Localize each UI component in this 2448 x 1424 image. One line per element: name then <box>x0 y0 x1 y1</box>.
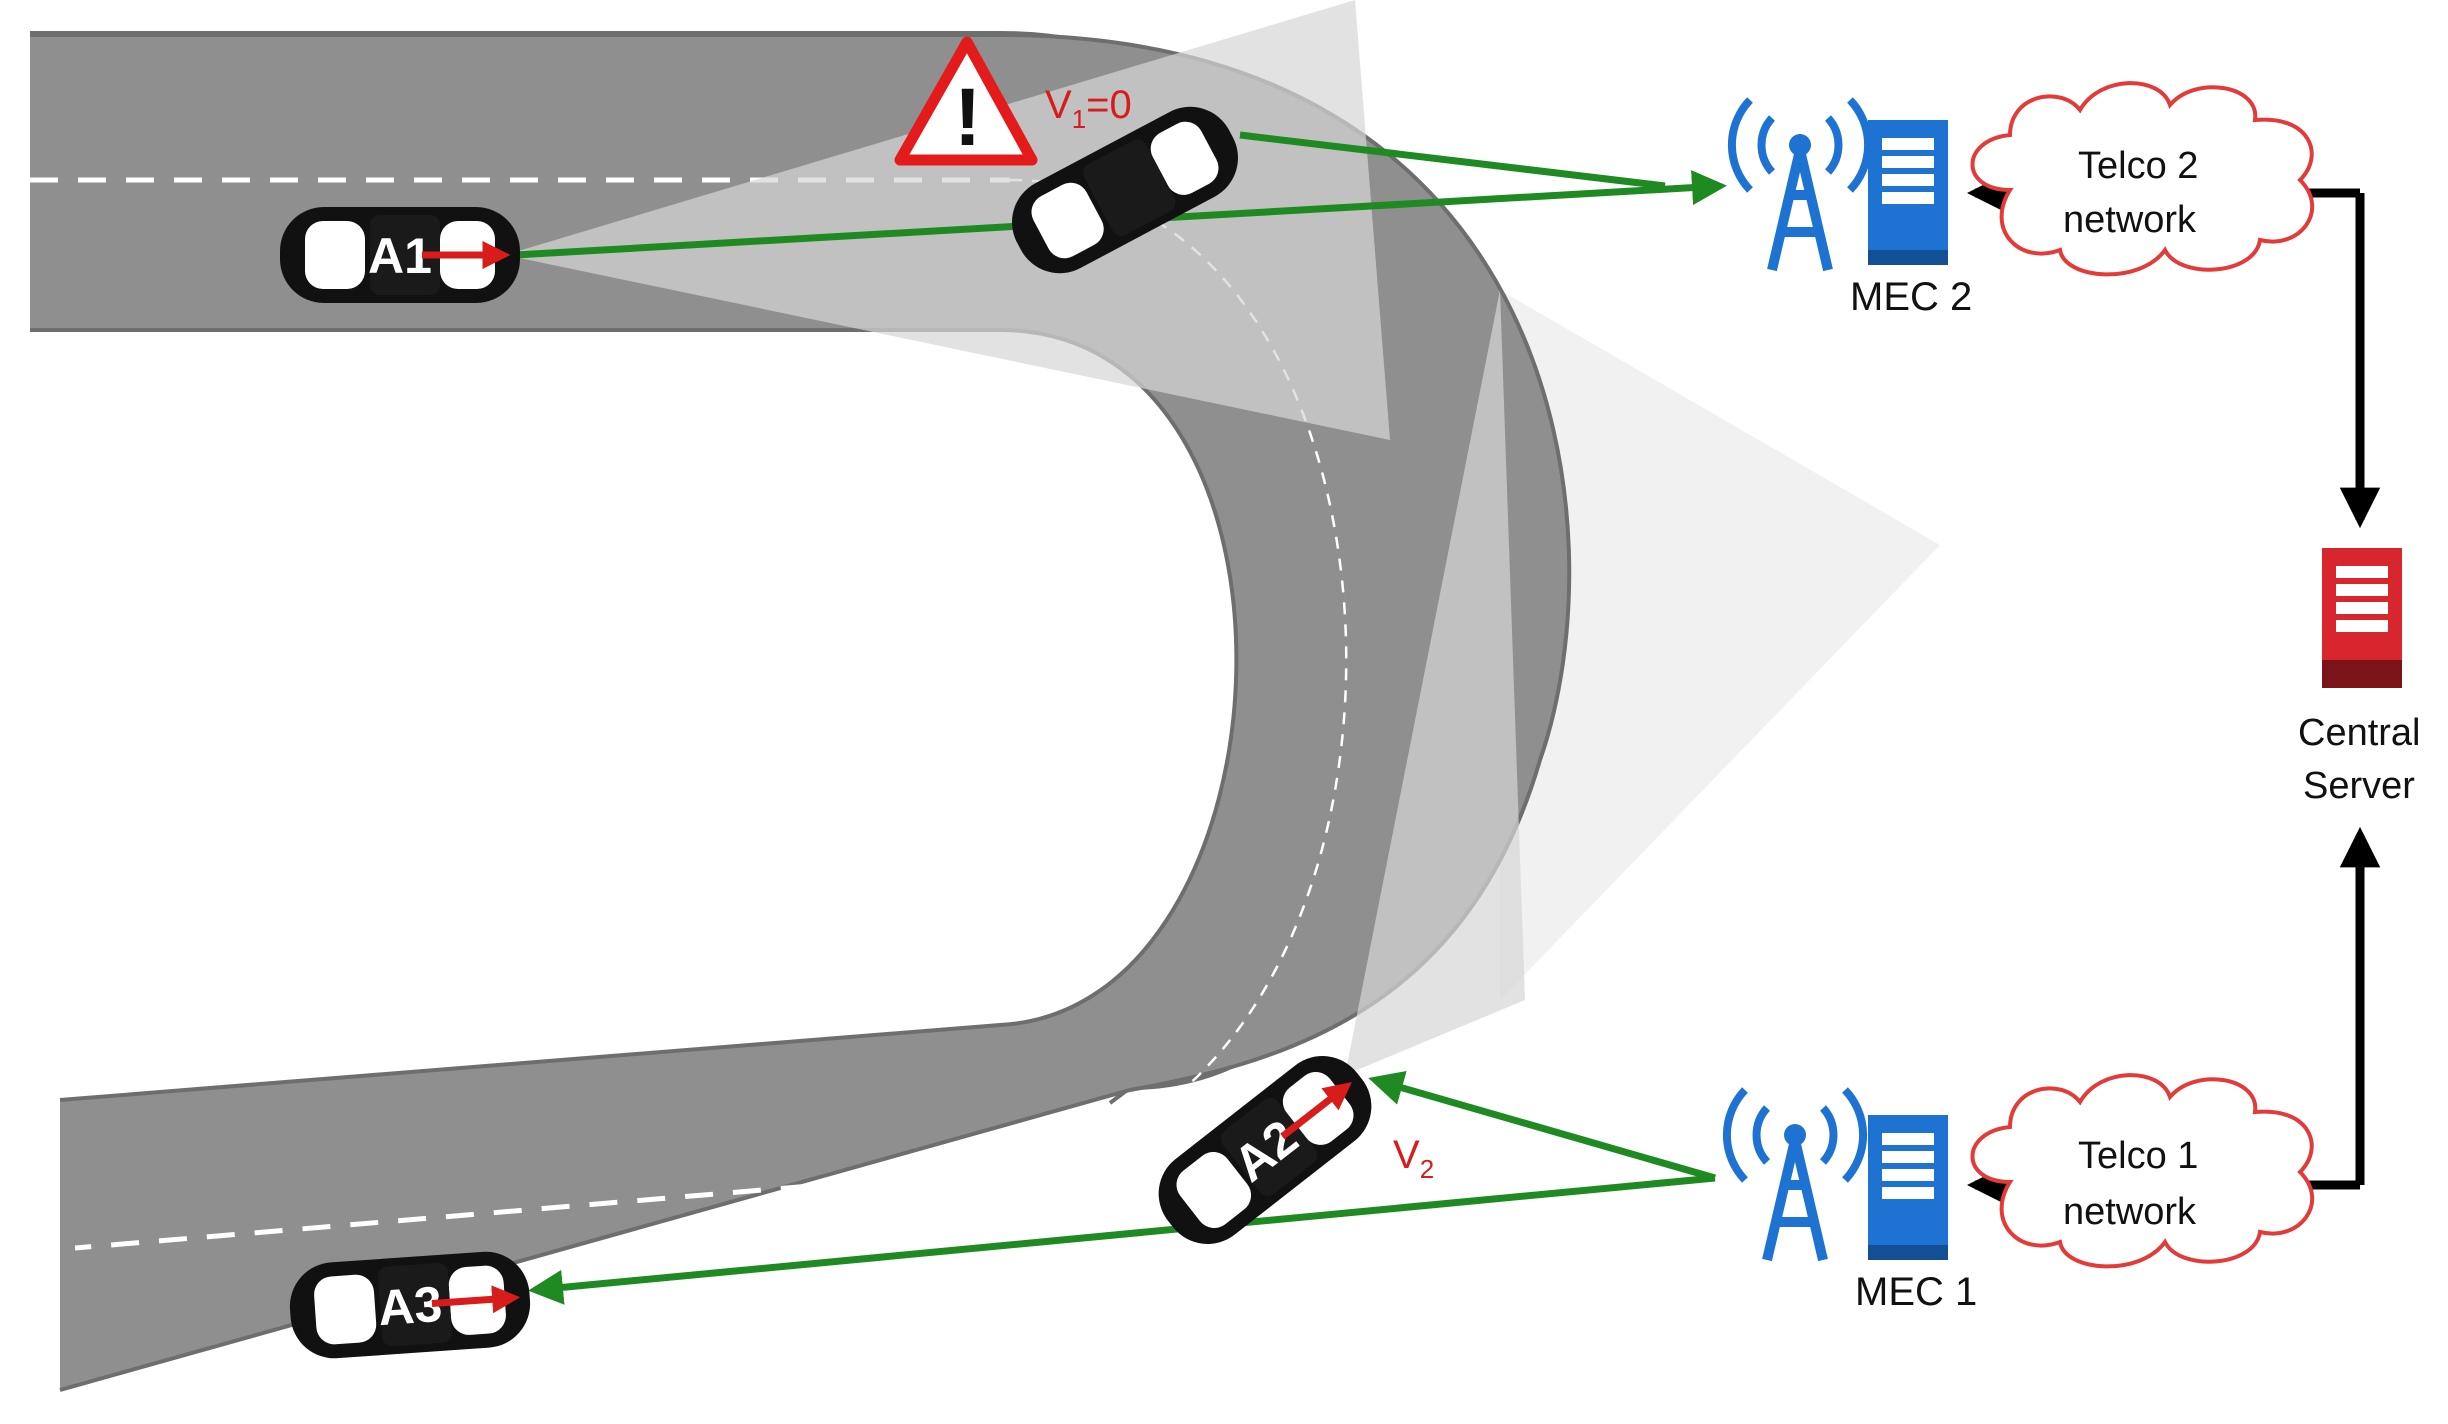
telco2-network: Telco 2 network <box>1970 81 2315 277</box>
telco1-label-line1: Telco 1 <box>2078 1135 2198 1177</box>
central-server-label-line1: Central <box>2298 712 2421 754</box>
car-a3: A3 <box>289 1251 531 1359</box>
central-server-label-line2: Server <box>2303 765 2415 807</box>
link-stopped-car-to-mec2 <box>1239 131 1666 190</box>
warning-icon: ! <box>894 36 1038 166</box>
sensor-coverage-large <box>1500 290 1940 1000</box>
central-server: Central Server <box>2298 548 2421 807</box>
car-a2: A2 <box>1158 1056 1372 1244</box>
car-icon <box>1012 106 1238 274</box>
warning-symbol: ! <box>954 72 981 163</box>
velocity-arrow-a2 <box>1280 1082 1352 1140</box>
velocity-arrow-a3 <box>431 1285 521 1314</box>
server-icon <box>1868 120 1948 265</box>
car-icon <box>280 207 520 303</box>
backhaul-links <box>1966 172 2381 1206</box>
road-inner-edge <box>30 328 1239 1102</box>
link-mec1-to-a2 <box>1368 1070 1716 1182</box>
cloud-icon <box>1970 1073 2315 1269</box>
car-icon <box>289 1251 531 1359</box>
server-icon <box>2322 548 2402 688</box>
velocity-label-v1: V1=0 <box>1045 83 1132 134</box>
cell-tower-icon <box>1727 97 1873 272</box>
mec1-label: MEC 1 <box>1855 1270 1977 1314</box>
telco2-label-line2: network <box>2063 199 2197 241</box>
mec2-label: MEC 2 <box>1850 275 1972 319</box>
car-a1-label: A1 <box>368 228 432 284</box>
telco1-label-line2: network <box>2063 1191 2197 1233</box>
sensor-cone-a1 <box>505 0 1390 440</box>
car-a1: A1 <box>280 207 520 303</box>
link-mec1-to-a3 <box>528 1174 1716 1305</box>
mec1-site: MEC 1 <box>1722 1087 1977 1314</box>
mec2-site: MEC 2 <box>1727 97 1972 319</box>
cell-tower-icon <box>1722 1087 1868 1262</box>
sensor-cone-a2 <box>1345 290 1525 1075</box>
cloud-icon <box>1970 81 2315 277</box>
car-stopped <box>1012 106 1238 274</box>
telco2-label-line1: Telco 2 <box>2078 145 2198 187</box>
lane-marking-bottom <box>74 1167 1001 1251</box>
velocity-label-v2: V2 <box>1393 1133 1434 1184</box>
telco1-network: Telco 1 network <box>1970 1073 2315 1269</box>
server-icon <box>1868 1115 1948 1260</box>
